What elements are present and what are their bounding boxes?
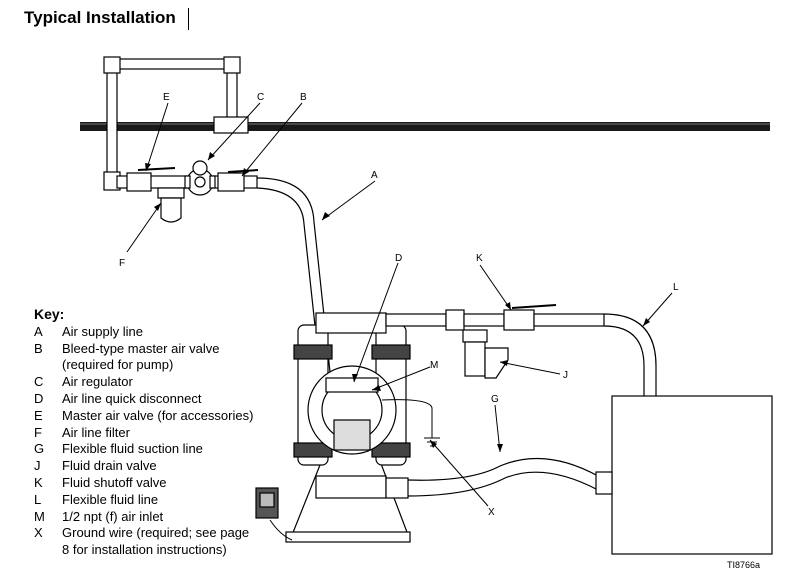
key-item-letter: A bbox=[34, 323, 43, 339]
key-item-description: Fluid drain valve bbox=[62, 458, 157, 474]
key-item-letter: L bbox=[34, 491, 42, 507]
fluid-outlet-line bbox=[385, 304, 605, 331]
key-item: B Bleed-type master air valve (required f… bbox=[34, 341, 253, 375]
key-item: E Master air valve (for accessories) bbox=[34, 408, 253, 425]
air-supply-hose bbox=[256, 177, 331, 373]
text-cursor bbox=[188, 8, 189, 30]
callout-label-l: L bbox=[673, 282, 679, 293]
callout-label-c: C bbox=[257, 92, 264, 103]
key-item-letter: F bbox=[34, 424, 42, 440]
callout-label-e: E bbox=[163, 92, 170, 103]
air-drop-loop bbox=[103, 56, 249, 191]
flexible-fluid-line bbox=[603, 313, 657, 396]
air-header-pipe bbox=[80, 122, 770, 131]
callout-label-m: M bbox=[430, 360, 438, 371]
air-valve-assembly bbox=[116, 160, 259, 196]
callout-label-f: F bbox=[119, 258, 125, 269]
key-item-description: Flexible fluid suction line bbox=[62, 441, 203, 457]
callout-label-d: D bbox=[395, 253, 402, 264]
key-item-letter: D bbox=[34, 390, 44, 406]
ground-clamp bbox=[255, 487, 279, 519]
key-item-letter: K bbox=[34, 474, 43, 490]
suction-hose bbox=[385, 457, 613, 499]
key-item-letter: E bbox=[34, 407, 43, 423]
key-item-letter: G bbox=[34, 441, 45, 457]
key-item-letter: B bbox=[34, 340, 43, 356]
fluid-supply-container bbox=[611, 395, 773, 555]
key-item-description: Master air valve (for accessories) bbox=[62, 407, 254, 423]
key-item: X Ground wire (required; see page 8 for i… bbox=[34, 525, 253, 559]
callout-label-b: B bbox=[300, 92, 307, 103]
key-item-description: 1/2 npt (f) air inlet bbox=[62, 508, 164, 524]
key-item: M 1/2 npt (f) air inlet bbox=[34, 509, 253, 526]
key-item-letter: M bbox=[34, 508, 45, 524]
key-item-description: Air line filter bbox=[62, 424, 130, 440]
callout-label-k: K bbox=[476, 253, 483, 264]
key-item: D Air line quick disconnect bbox=[34, 391, 253, 408]
key-item-description: Air line quick disconnect bbox=[62, 390, 202, 406]
fluid-drain-valve bbox=[462, 329, 509, 379]
key-heading: Key: bbox=[34, 306, 65, 322]
callout-leaders bbox=[126, 102, 673, 507]
key-item-letter: J bbox=[34, 458, 41, 474]
callout-label-a: A bbox=[371, 170, 378, 181]
key-item: J Fluid drain valve bbox=[34, 458, 253, 475]
key-item-description: Fluid shutoff valve bbox=[62, 474, 167, 490]
page-title: Typical Installation bbox=[24, 8, 176, 27]
key-item: G Flexible fluid suction line bbox=[34, 441, 253, 458]
key-item-description: Flexible fluid line bbox=[62, 491, 159, 507]
diaphragm-pump bbox=[285, 312, 411, 543]
key-item: L Flexible fluid line bbox=[34, 492, 253, 509]
callout-label-g: G bbox=[491, 394, 499, 405]
key-item: F Air line filter bbox=[34, 425, 253, 442]
key-item-description: Air supply line bbox=[62, 323, 143, 339]
key-item: A Air supply line bbox=[34, 324, 253, 341]
key-item: C Air regulator bbox=[34, 374, 253, 391]
key-item: K Fluid shutoff valve bbox=[34, 475, 253, 492]
air-line-filter bbox=[157, 187, 185, 223]
callout-label-j: J bbox=[563, 370, 568, 381]
callout-label-x: X bbox=[488, 507, 495, 518]
key-item-description: Bleed-type master air valve (required fo… bbox=[62, 340, 220, 373]
key-item-description: Air regulator bbox=[62, 374, 133, 390]
key-item-letter: C bbox=[34, 374, 44, 390]
figure-id: TI8766a bbox=[727, 560, 761, 570]
key-item-letter: X bbox=[34, 525, 43, 541]
key-item-description: Ground wire (required; see page 8 for in… bbox=[62, 525, 250, 558]
callout-arrowheads bbox=[145, 152, 650, 452]
